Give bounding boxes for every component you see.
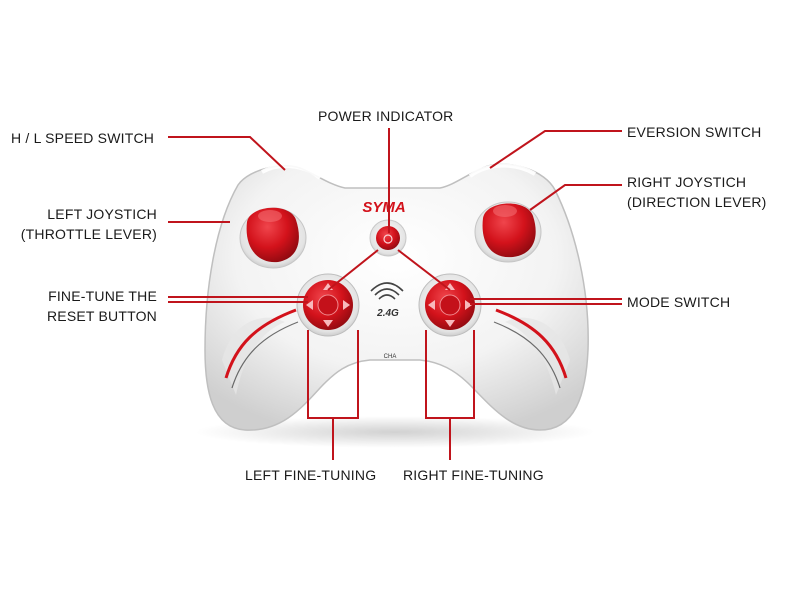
power-icon [383,234,393,244]
right-fine-tune-pad[interactable] [418,273,482,337]
label-left-joystick-line1: LEFT JOYSTICH [47,206,157,222]
controller-shadow [195,416,595,448]
label-fine-tune-reset-line2: RESET BUTTON [46,308,157,324]
label-right-joystick-line2: (DIRECTION LEVER) [627,194,767,210]
leader-hl-speed-switch [168,136,286,171]
left-joystick[interactable] [239,207,307,269]
label-eversion-switch: EVERSION SWITCH [627,122,761,142]
label-mode-switch: MODE SWITCH [627,292,730,312]
label-left-fine-tuning: LEFT FINE-TUNING [245,465,376,485]
label-right-joystick: RIGHT JOYSTICH (DIRECTION LEVER) [627,172,767,212]
label-left-fine-tuning-text: LEFT FINE-TUNING [245,467,377,483]
leader-eversion-switch [489,130,622,169]
right-grip-accent [495,308,568,379]
label-left-joystick-line2: (THROTTLE LEVER) [20,226,157,242]
label-power-indicator: POWER INDICATOR [318,106,454,126]
leader-power-to-right-pad [397,249,451,291]
channel-label: CHA [384,354,397,360]
brand-logo: SYMA [362,199,405,216]
label-right-fine-tuning: RIGHT FINE-TUNING [403,465,544,485]
label-fine-tune-reset-line1: FINE-TUNE THE [48,288,157,304]
label-eversion-switch-text: EVERSION SWITCH [627,124,762,140]
label-fine-tune-reset: FINE-TUNE THE RESET BUTTON [47,286,157,326]
leader-power-to-left-pad [327,249,379,291]
signal-icon [370,282,404,300]
leader-right-joystick [529,184,622,211]
label-right-fine-tuning-text: RIGHT FINE-TUNING [403,467,544,483]
power-indicator[interactable] [369,219,407,257]
label-left-joystick: LEFT JOYSTICH (THROTTLE LEVER) [21,204,157,244]
left-grip-accent [224,308,297,379]
signal-label: 2.4G [376,308,399,319]
right-joystick[interactable] [474,201,542,263]
leader-lines [168,128,622,460]
label-power-indicator-text: POWER INDICATOR [318,108,454,124]
label-hl-speed-switch: H / L SPEED SWITCH [11,128,154,148]
label-right-joystick-line1: RIGHT JOYSTICH [627,174,747,190]
left-fine-tune-pad[interactable] [296,273,360,337]
label-mode-switch-text: MODE SWITCH [627,294,731,310]
label-hl-speed-switch-text: H / L SPEED SWITCH [11,130,155,146]
